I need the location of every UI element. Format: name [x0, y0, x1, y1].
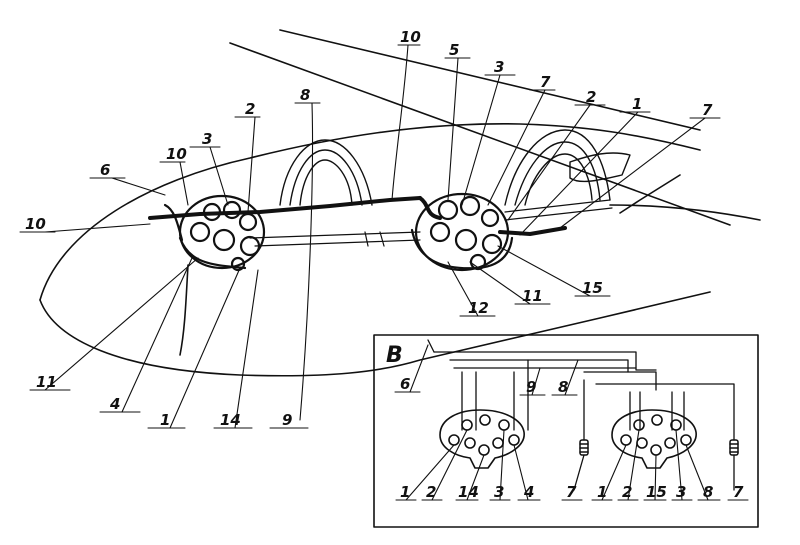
main-harness	[148, 196, 567, 236]
inset-label-15: 15	[646, 483, 667, 501]
callout-14: 14	[220, 411, 241, 429]
callout-2-left: 2	[245, 100, 255, 118]
callout-6: 6	[100, 161, 110, 179]
callout-15: 15	[582, 279, 603, 297]
callout-10-left-upper: 10	[166, 145, 187, 163]
main-callouts: 10 5 3 7 2 1 7 8 2 3 10 6 10 11 4 1 14 9…	[25, 28, 713, 429]
rear-canopy-arch	[504, 129, 631, 206]
inset-label-3: 3	[494, 483, 504, 501]
callout-5: 5	[449, 41, 459, 59]
inset-leaders	[394, 344, 749, 501]
inset-label-6: 6	[400, 375, 410, 393]
callout-7-top: 7	[540, 73, 551, 91]
inset-coils	[579, 439, 739, 456]
inset-label-4: 4	[523, 483, 534, 501]
inset-label-7b: 7	[733, 483, 744, 501]
inset-label-14: 14	[458, 483, 479, 501]
callout-3-top: 3	[494, 58, 504, 76]
front-canopy-arch	[279, 139, 373, 206]
callout-3-left: 3	[202, 130, 212, 148]
callout-1-bottom: 1	[160, 411, 170, 429]
inset-label-1b: 1	[597, 483, 607, 501]
callout-10-top: 10	[400, 28, 421, 46]
inset-labels: B 6 9 8 1 2 14 3 4 7 1 2 15 3 8 7	[386, 343, 744, 501]
fuselage-outline	[39, 29, 761, 377]
inset-label-9: 9	[526, 378, 536, 396]
inset-label-2b: 2	[622, 483, 632, 501]
callout-11-left: 11	[36, 373, 57, 391]
callout-9: 9	[282, 411, 292, 429]
inset-label-2: 2	[426, 483, 436, 501]
callout-4: 4	[109, 395, 120, 413]
inset-label-7a: 7	[566, 483, 577, 501]
inset-label-1: 1	[400, 483, 410, 501]
leader-lines	[19, 44, 721, 429]
callout-11-right: 11	[522, 287, 543, 305]
left-connector-cluster	[163, 194, 266, 272]
inset-title: B	[386, 343, 403, 368]
callout-12: 12	[468, 299, 489, 317]
inset-label-8: 8	[558, 378, 568, 396]
callout-8: 8	[300, 86, 310, 104]
callout-1-right: 1	[632, 95, 642, 113]
cockpit-rails	[249, 199, 613, 247]
inset-label-8b: 8	[703, 483, 713, 501]
callout-7-right: 7	[702, 101, 713, 119]
inset-label-3b: 3	[676, 483, 686, 501]
callout-2-right: 2	[586, 88, 596, 106]
callout-10-left: 10	[25, 215, 46, 233]
inset-frame	[373, 334, 759, 528]
